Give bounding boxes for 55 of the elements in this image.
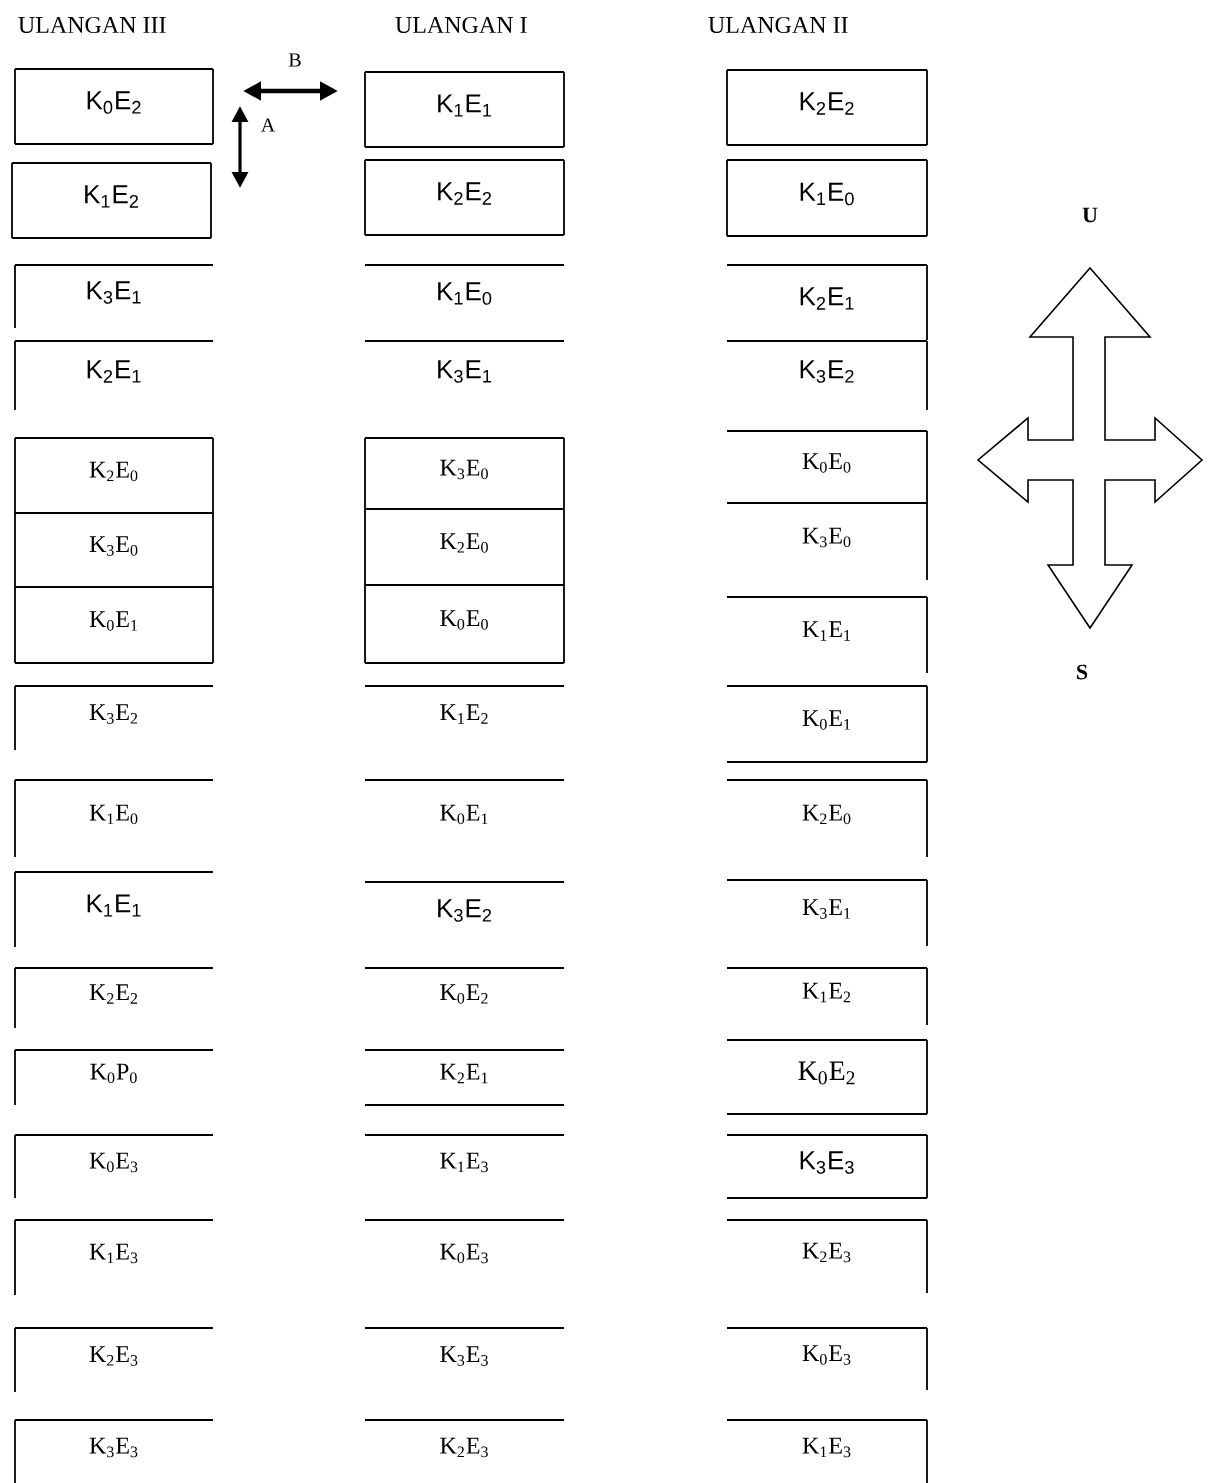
plot-box: K$_{2}$E$_{2}$ — [726, 69, 928, 146]
plot-box: K$_{1}$E$_{0}$ — [726, 159, 928, 237]
plot-box: K$_{2}$E$_{0}$ — [364, 508, 565, 586]
plot-box: K$_{3}$E$_{0}$ — [364, 437, 565, 510]
plot-box: K$_{0}$E$_{3}$ — [14, 1134, 214, 1199]
plot-box: K$_{2}$E$_{1}$ — [364, 1049, 565, 1106]
plot-box: K$_{1}$E$_{2}$ — [726, 967, 928, 1026]
plot-box: K$_{3}$E$_{2}$ — [726, 340, 928, 411]
plot-box: K$_{3}$E$_{0}$ — [14, 512, 214, 588]
plot-box: K$_{2}$E$_{0}$ — [726, 779, 928, 858]
plot-box: K$_{1}$E$_{1}$ — [726, 596, 928, 674]
plot-box: K$_{1}$E$_{2}$ — [11, 162, 212, 239]
plot-box: K$_{1}$E$_{3}$ — [726, 1419, 928, 1483]
plot-box: K$_{0}$E$_{0}$ — [726, 430, 928, 504]
dimension-label: B — [288, 53, 301, 67]
plot-box: K$_{1}$E$_{1}$ — [14, 871, 214, 948]
plot-box: K$_{3}$E$_{1}$ — [726, 879, 928, 947]
plot-box: K$_{0}$E$_{2}$ — [14, 68, 214, 145]
plot-box: K$_{0}$P$_{0}$ — [14, 1049, 214, 1106]
plot-box: K$_{0}$E$_{3}$ — [364, 1219, 565, 1264]
plot-box: K$_{2}$E$_{3}$ — [14, 1327, 214, 1393]
column-heading: ULANGAN III — [18, 16, 166, 34]
plot-box: K$_{2}$E$_{0}$ — [14, 437, 214, 514]
plot-box: K$_{0}$E$_{3}$ — [726, 1327, 928, 1391]
plot-box: K$_{0}$E$_{1}$ — [726, 685, 928, 763]
compass-label: U — [1082, 207, 1098, 223]
plot-box: K$_{2}$E$_{3}$ — [364, 1419, 565, 1458]
plot-box: K$_{2}$E$_{1}$ — [726, 264, 928, 341]
plot-box: K$_{3}$E$_{3}$ — [364, 1327, 565, 1366]
plot-box: K$_{3}$E$_{1}$ — [14, 264, 214, 329]
plot-box: K$_{0}$E$_{1}$ — [364, 779, 565, 825]
plot-box: K$_{3}$E$_{2}$ — [14, 685, 214, 751]
dimension-label: A — [260, 118, 276, 132]
plot-box: K$_{3}$E$_{1}$ — [364, 340, 565, 383]
plot-box: K$_{2}$E$_{1}$ — [14, 340, 214, 411]
plot-box: K$_{0}$E$_{2}$ — [364, 967, 565, 1004]
plot-box: K$_{1}$E$_{0}$ — [364, 264, 565, 305]
column-heading: ULANGAN I — [395, 16, 527, 34]
plot-box: K$_{1}$E$_{3}$ — [364, 1134, 565, 1173]
plot-box: K$_{1}$E$_{1}$ — [364, 71, 565, 148]
plot-box: K$_{3}$E$_{3}$ — [726, 1134, 928, 1199]
plot-box: K$_{3}$E$_{3}$ — [14, 1419, 214, 1483]
plot-box: K$_{1}$E$_{0}$ — [14, 779, 214, 858]
column-heading: ULANGAN II — [708, 16, 848, 34]
plot-box: K$_{1}$E$_{3}$ — [14, 1219, 214, 1296]
plot-box: K$_{0}$E$_{1}$ — [14, 586, 214, 664]
plot-box: K$_{1}$E$_{2}$ — [364, 685, 565, 724]
plot-box: K$_{0}$E$_{0}$ — [364, 584, 565, 664]
plot-box: K$_{2}$E$_{2}$ — [364, 159, 565, 236]
plot-box: K$_{2}$E$_{3}$ — [726, 1219, 928, 1294]
plot-box: K$_{0}$E$_{2}$ — [726, 1039, 928, 1115]
plot-box: K$_{3}$E$_{2}$ — [364, 881, 565, 922]
plot-box: K$_{2}$E$_{2}$ — [14, 967, 214, 1029]
plot-box: K$_{3}$E$_{0}$ — [726, 502, 928, 581]
compass-label: S — [1077, 664, 1088, 680]
